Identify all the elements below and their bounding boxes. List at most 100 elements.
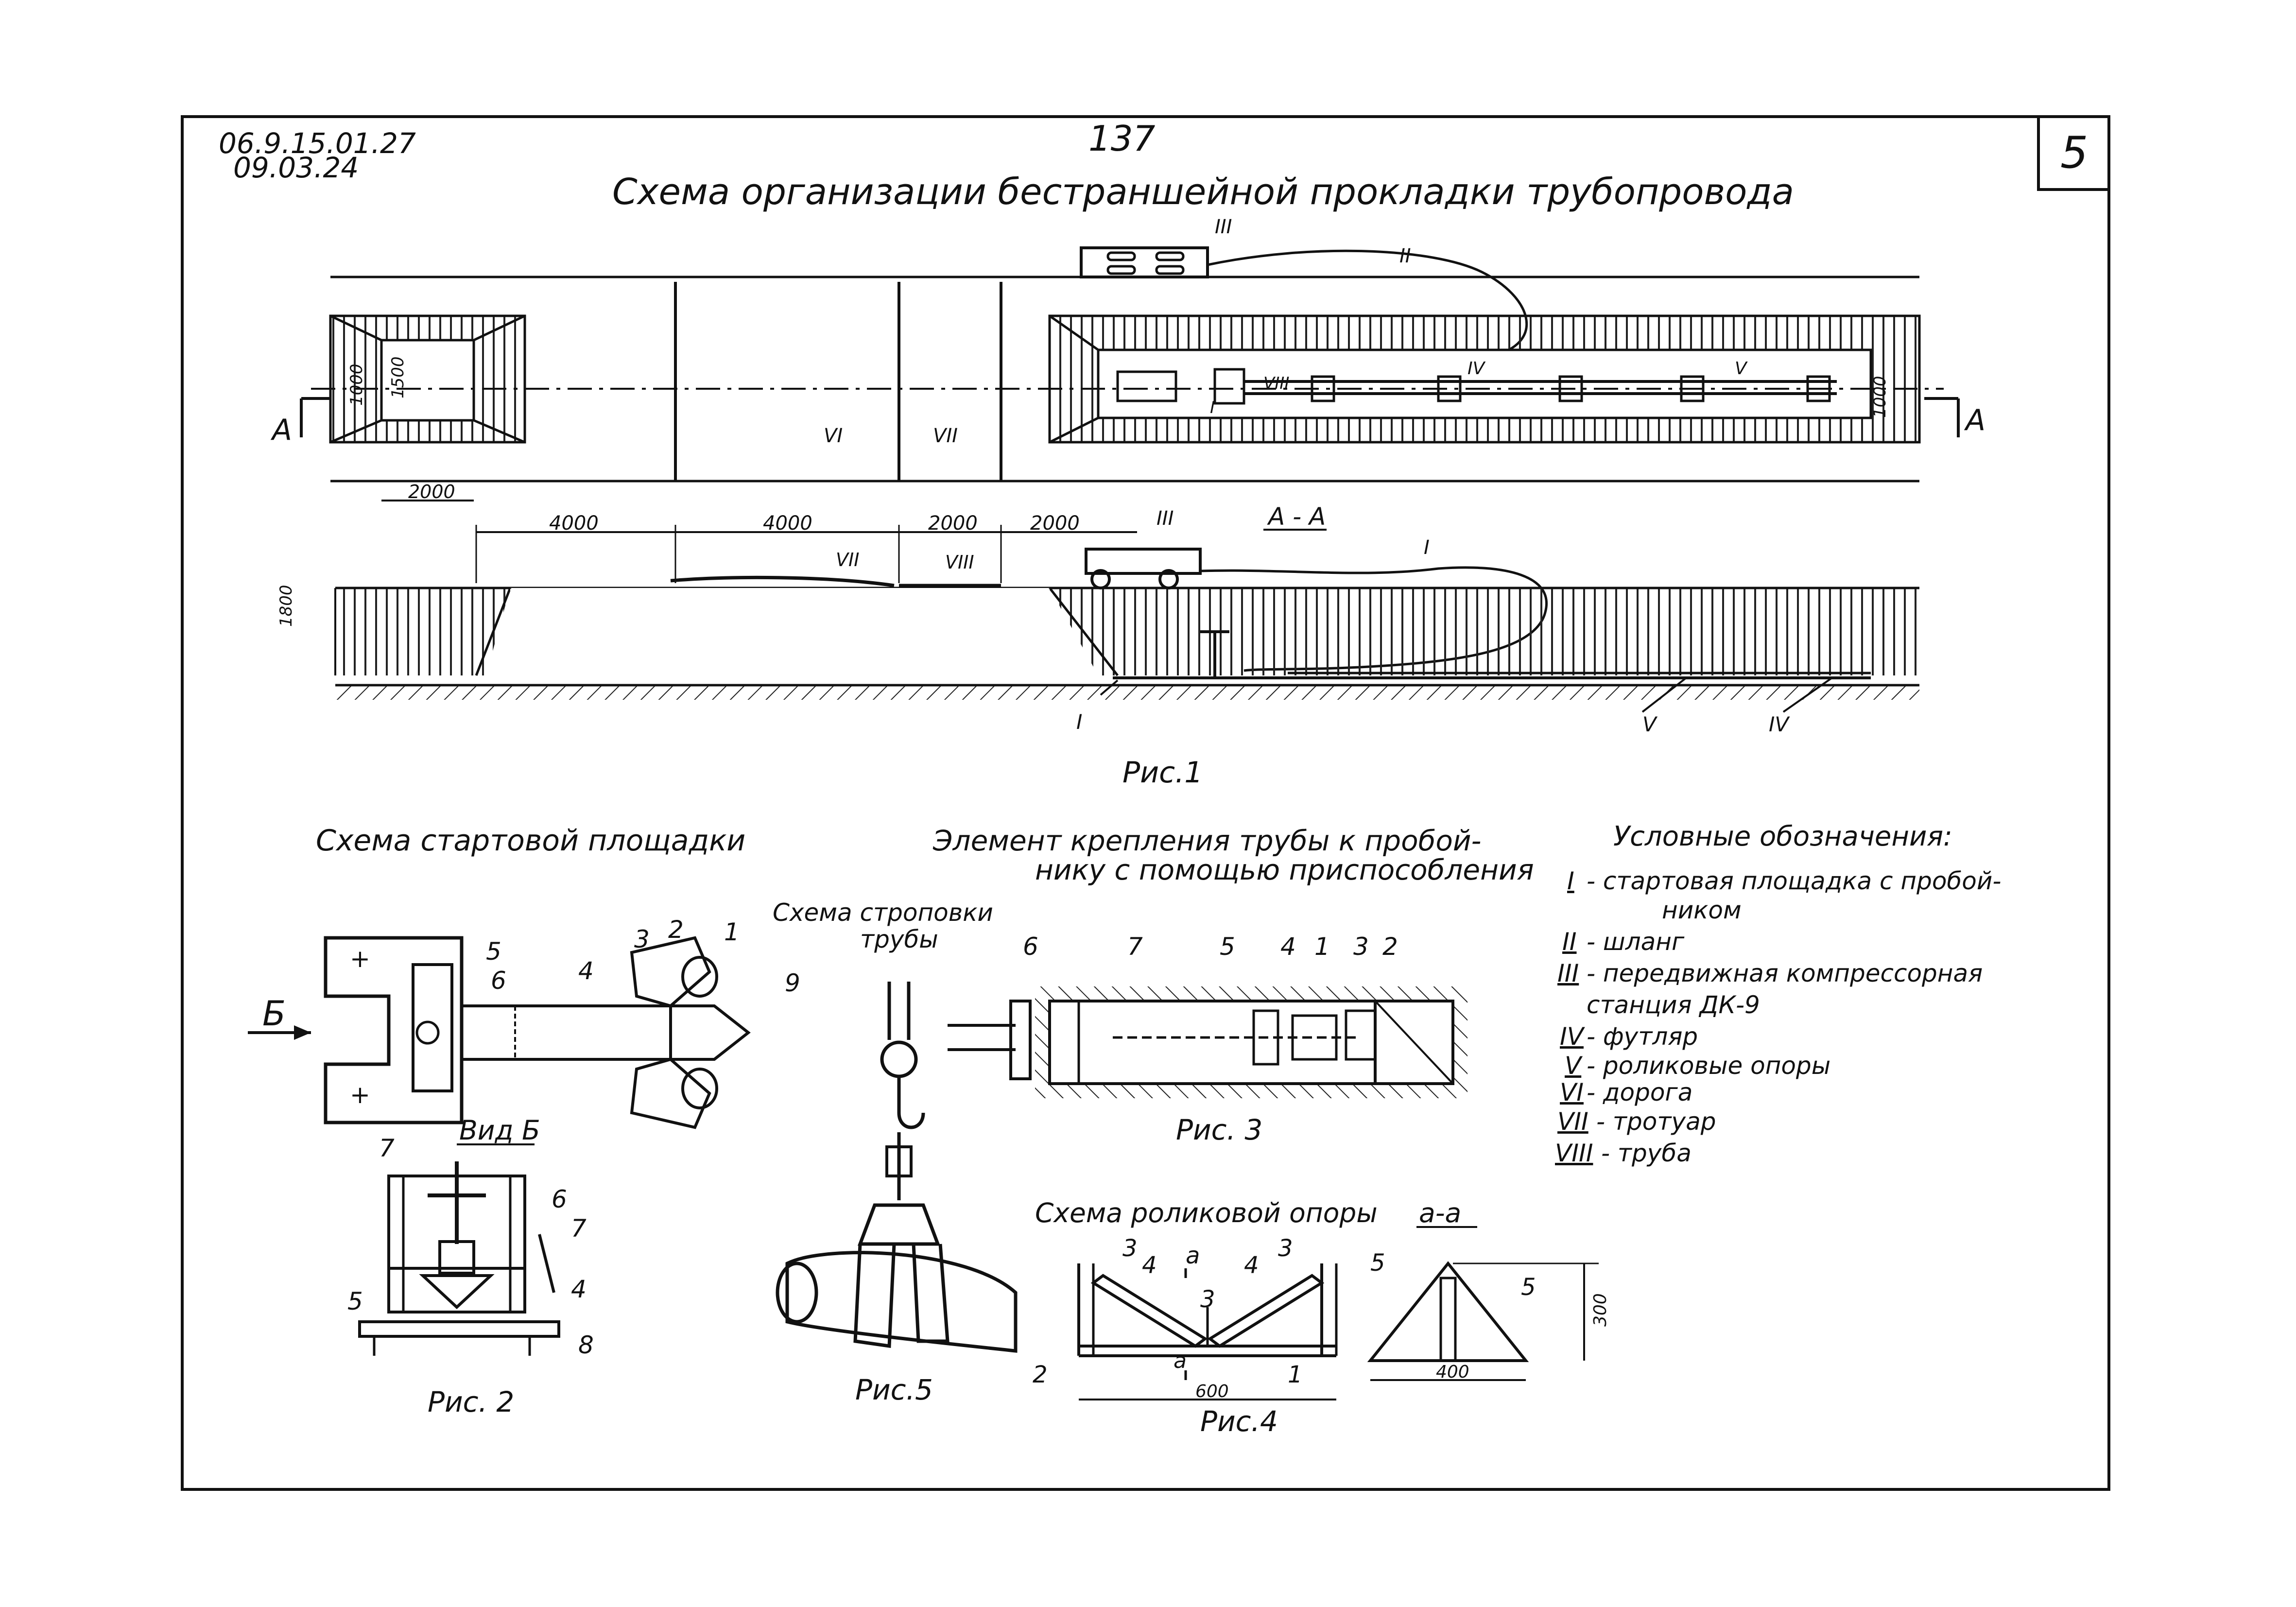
fig4-title: Схема роликовой опоры bbox=[1035, 1197, 1378, 1228]
label-IV-plan: IV bbox=[1467, 359, 1486, 379]
legend-num-0: I bbox=[1567, 867, 1574, 895]
fig2-title: Схема стартовой площадки bbox=[316, 824, 745, 858]
dim-2000-plan: 2000 bbox=[408, 481, 455, 502]
code-line-2: 09.03.24 bbox=[233, 151, 359, 184]
legend-text-5: - футляр bbox=[1587, 1022, 1698, 1051]
legend-num-9: VIII bbox=[1555, 1139, 1593, 1167]
legend-title: Условные обозначения: bbox=[1613, 821, 1952, 852]
fig2-vb-num-8: 8 bbox=[578, 1331, 594, 1359]
fig2-num-2: 2 bbox=[668, 916, 684, 944]
page-number: 137 bbox=[1088, 118, 1156, 159]
legend-num-5: IV bbox=[1560, 1022, 1586, 1051]
main-title: Схема организации бестраншейной прокладк… bbox=[612, 171, 1794, 213]
view-label-B: Вид Б bbox=[459, 1115, 540, 1146]
legend-text-7: - дорога bbox=[1587, 1078, 1692, 1106]
fig4-cut-a-top: а bbox=[1186, 1242, 1200, 1269]
fig4-num-3-right: 3 bbox=[1278, 1235, 1293, 1262]
fig2-num-4: 4 bbox=[578, 957, 594, 985]
fig4-num-3-left: 3 bbox=[1122, 1235, 1138, 1262]
fig2-caption: Рис. 2 bbox=[428, 1385, 514, 1418]
label-V-bottom: V bbox=[1642, 712, 1658, 736]
label-VIII-plan-pipe: VIII bbox=[1263, 374, 1289, 393]
sheet-frame bbox=[181, 115, 2110, 1491]
label-V-plan: V bbox=[1735, 359, 1748, 379]
dim-2000-b: 2000 bbox=[1030, 512, 1080, 535]
fig3-num-1: 1 bbox=[1314, 933, 1330, 961]
fig3-num-4: 4 bbox=[1280, 933, 1296, 961]
fig4-num-5-right: 5 bbox=[1521, 1274, 1536, 1301]
fig5-caption: Рис.5 bbox=[855, 1373, 933, 1406]
legend-num-8: VII bbox=[1557, 1107, 1588, 1136]
label-I-plan: I bbox=[1210, 398, 1215, 417]
cut-mark-left: А bbox=[270, 413, 292, 447]
fig2-num-6: 6 bbox=[491, 967, 506, 995]
fig2-num-5: 5 bbox=[486, 937, 501, 966]
legend-text-6: - роликовые опоры bbox=[1587, 1052, 1830, 1080]
fig1-plan-view: А А 2000 1500 1000 1000 III II IV V VIII… bbox=[270, 216, 1985, 502]
arrow-label-B: Б bbox=[262, 994, 286, 1034]
fig1-caption: Рис.1 bbox=[1122, 756, 1203, 790]
fig3-num-6: 6 bbox=[1023, 933, 1038, 961]
dim-2000-a: 2000 bbox=[928, 512, 978, 535]
fig4-num-1: 1 bbox=[1288, 1361, 1303, 1388]
fig2-vb-num-6: 6 bbox=[552, 1185, 567, 1213]
legend-num-3: III bbox=[1557, 959, 1579, 987]
fig2-vb-num-5: 5 bbox=[347, 1287, 363, 1315]
code-line-1: 06.9.15.01.27 bbox=[219, 127, 416, 160]
fig3-num-5: 5 bbox=[1220, 933, 1235, 961]
fig3-title-2: нику с помощью приспособления bbox=[1035, 853, 1534, 886]
fig2-num-7: 7 bbox=[379, 1134, 395, 1162]
dim-1500: 1500 bbox=[388, 356, 408, 398]
fig4-cut-a-bottom: а bbox=[1174, 1348, 1187, 1373]
svg-text:+: + bbox=[350, 945, 370, 973]
fig4-section: а-а bbox=[1419, 1197, 1461, 1228]
fig4-dim-600: 600 bbox=[1195, 1382, 1229, 1401]
fig3-num-2: 2 bbox=[1382, 933, 1398, 961]
fig3-caption: Рис. 3 bbox=[1176, 1113, 1262, 1146]
svg-text:+: + bbox=[350, 1081, 370, 1109]
legend: Условные обозначения: I - стартовая площ… bbox=[1555, 821, 2001, 1167]
fig2-num-1: 1 bbox=[724, 918, 740, 946]
legend-text-9: - труба bbox=[1601, 1139, 1692, 1167]
dim-4000-b: 4000 bbox=[763, 512, 812, 535]
label-VI-plan: VI bbox=[824, 425, 843, 447]
compressor-plan bbox=[1080, 246, 1209, 278]
fig4-roller-support: Схема роликовой опоры а-а 3 4 4 3 3 2 1 … bbox=[1033, 1197, 1610, 1438]
fig4-caption: Рис.4 bbox=[1200, 1405, 1278, 1438]
fig3-pipe-fastening: Элемент крепления трубы к пробой- нику с… bbox=[932, 824, 1534, 1146]
dim-1000-left: 1000 bbox=[347, 363, 366, 406]
fig3-num-3: 3 bbox=[1353, 933, 1369, 961]
compressor-side bbox=[1085, 548, 1202, 575]
label-II-plan: II bbox=[1399, 245, 1411, 267]
fig4-num-4-left: 4 bbox=[1142, 1252, 1157, 1279]
cut-mark-right: А bbox=[1964, 403, 1985, 437]
fig2-vb-num-7: 7 bbox=[571, 1214, 587, 1243]
dim-4000-a: 4000 bbox=[549, 512, 599, 535]
fig4-dim-400: 400 bbox=[1436, 1362, 1469, 1382]
legend-text-8: - тротуар bbox=[1596, 1107, 1716, 1136]
fig2-num-9: 9 bbox=[785, 969, 800, 997]
fig2-start-platform: Схема стартовой площадки Б + + 1 2 3 4 5… bbox=[248, 824, 800, 1418]
legend-num-7: VI bbox=[1560, 1078, 1584, 1106]
fig3-title-1: Элемент крепления трубы к пробой- bbox=[932, 824, 1481, 857]
sheet-number-box bbox=[2037, 115, 2110, 191]
label-III-section: III bbox=[1157, 507, 1174, 530]
label-VIII-section: VIII bbox=[945, 552, 974, 573]
legend-text-0: - стартовая площадка с пробой- bbox=[1587, 867, 2001, 895]
legend-text-3: - передвижная компрессорная bbox=[1587, 959, 1983, 987]
legend-num-6: V bbox=[1565, 1052, 1583, 1080]
section-label: А - А bbox=[1267, 502, 1326, 531]
dim-1800: 1800 bbox=[276, 585, 296, 627]
legend-text-1: ником bbox=[1662, 896, 1742, 924]
dim-1000-right: 1000 bbox=[1870, 376, 1890, 418]
fig4-num-4-right: 4 bbox=[1244, 1252, 1259, 1279]
fig4-num-2: 2 bbox=[1033, 1361, 1048, 1388]
road bbox=[670, 575, 895, 588]
label-VII-plan: VII bbox=[933, 425, 958, 447]
sheet-number: 5 bbox=[2060, 127, 2088, 178]
label-III-plan: III bbox=[1215, 216, 1232, 238]
fig4-num-5-left: 5 bbox=[1370, 1249, 1385, 1277]
fig3-num-7: 7 bbox=[1127, 933, 1143, 961]
fig5-title-2: трубы bbox=[860, 925, 938, 953]
